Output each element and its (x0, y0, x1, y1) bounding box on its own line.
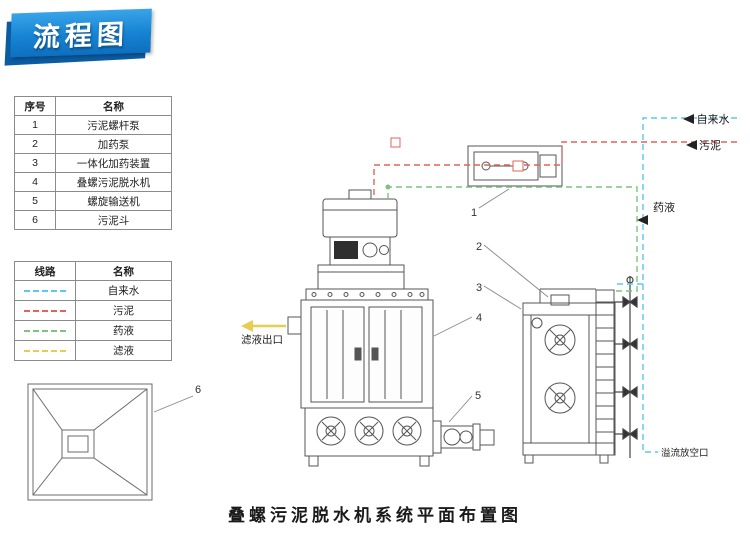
filtrate-outlet-label: 滤液出口 (241, 333, 283, 346)
parts-table-header-row: 序号 名称 (14, 96, 172, 116)
sludge-label: 污泥 (699, 139, 721, 152)
diagram-title: 叠螺污泥脱水机系统平面布置图 (228, 506, 522, 525)
table-row: 1 污泥螺杆泵 (14, 115, 172, 135)
callout-3: 3 (476, 282, 482, 294)
parts-table: 序号 名称 1 污泥螺杆泵 2 加药泵 3 一体化加药装置 4 叠螺污泥脱水机 … (14, 96, 172, 230)
tap-water-arrow-icon (683, 114, 694, 124)
legend-name: 自来水 (75, 280, 172, 301)
legend-name: 药液 (75, 320, 172, 341)
part-name: 污泥螺杆泵 (55, 115, 172, 135)
sludge-line-sample (24, 309, 66, 312)
callout-1: 1 (471, 207, 477, 219)
chemical-arrow-icon (637, 215, 648, 225)
table-row: 3 一体化加药装置 (14, 153, 172, 173)
legend-name: 污泥 (75, 300, 172, 321)
badge-face: 流程图 (10, 8, 152, 58)
part-name: 加药泵 (55, 134, 172, 154)
tap-water-line-sample (24, 289, 66, 292)
table-row: 2 加药泵 (14, 134, 172, 154)
flowchart-badge: 流程图 (4, 8, 158, 66)
sludge-hopper (27, 383, 153, 501)
callout-leaders (153, 188, 549, 423)
legend-row: 污泥 (14, 300, 172, 321)
part-num: 3 (14, 153, 56, 173)
callout-4: 4 (476, 312, 482, 324)
part-num: 1 (14, 115, 56, 135)
dosing-device (522, 288, 616, 464)
legend-name: 滤液 (75, 340, 172, 361)
dewatering-machine (287, 189, 434, 467)
screw-conveyor (432, 420, 495, 454)
legend-row: 药液 (14, 320, 172, 341)
callout-6: 6 (195, 384, 201, 396)
dosing-pump (531, 317, 543, 329)
sludge-line-fitting (390, 137, 401, 148)
part-num: 2 (14, 134, 56, 154)
overflow-drain-label: 溢流放空口 (661, 447, 709, 459)
badge-label: 流程图 (32, 18, 130, 53)
sludge-pump-fitting (512, 160, 524, 172)
sludge-arrow-icon (686, 140, 697, 150)
part-num: 5 (14, 191, 56, 211)
legend-table: 线路 名称 自来水 污泥 药液 滤液 (14, 261, 172, 361)
part-name: 叠螺污泥脱水机 (55, 172, 172, 192)
table-row: 5 螺旋输送机 (14, 191, 172, 211)
filtrate-arrow (241, 320, 253, 332)
part-num: 6 (14, 210, 56, 230)
chemical-line-junction (385, 184, 391, 190)
tap-water-label: 自来水 (697, 113, 730, 126)
legend-row: 滤液 (14, 340, 172, 361)
callout-5: 5 (475, 390, 481, 402)
tap-water-line (616, 117, 737, 453)
chemical-line-sample (24, 329, 66, 332)
pipe-valve-column (614, 276, 638, 458)
legend-header-line: 线路 (14, 261, 76, 281)
parts-header-num: 序号 (14, 96, 56, 116)
callout-2: 2 (476, 241, 482, 253)
part-num: 4 (14, 172, 56, 192)
part-name: 一体化加药装置 (55, 153, 172, 173)
filtrate-line-sample (24, 349, 66, 352)
part-name: 螺旋输送机 (55, 191, 172, 211)
sludge-screw-pump (467, 145, 563, 187)
table-row: 6 污泥斗 (14, 210, 172, 230)
chemical-label: 药液 (653, 200, 675, 214)
legend-row: 自来水 (14, 280, 172, 301)
part-name: 污泥斗 (55, 210, 172, 230)
legend-header-row: 线路 名称 (14, 261, 172, 281)
parts-header-name: 名称 (55, 96, 172, 116)
chemical-line (387, 186, 638, 292)
legend-header-name: 名称 (75, 261, 172, 281)
table-row: 4 叠螺污泥脱水机 (14, 172, 172, 192)
